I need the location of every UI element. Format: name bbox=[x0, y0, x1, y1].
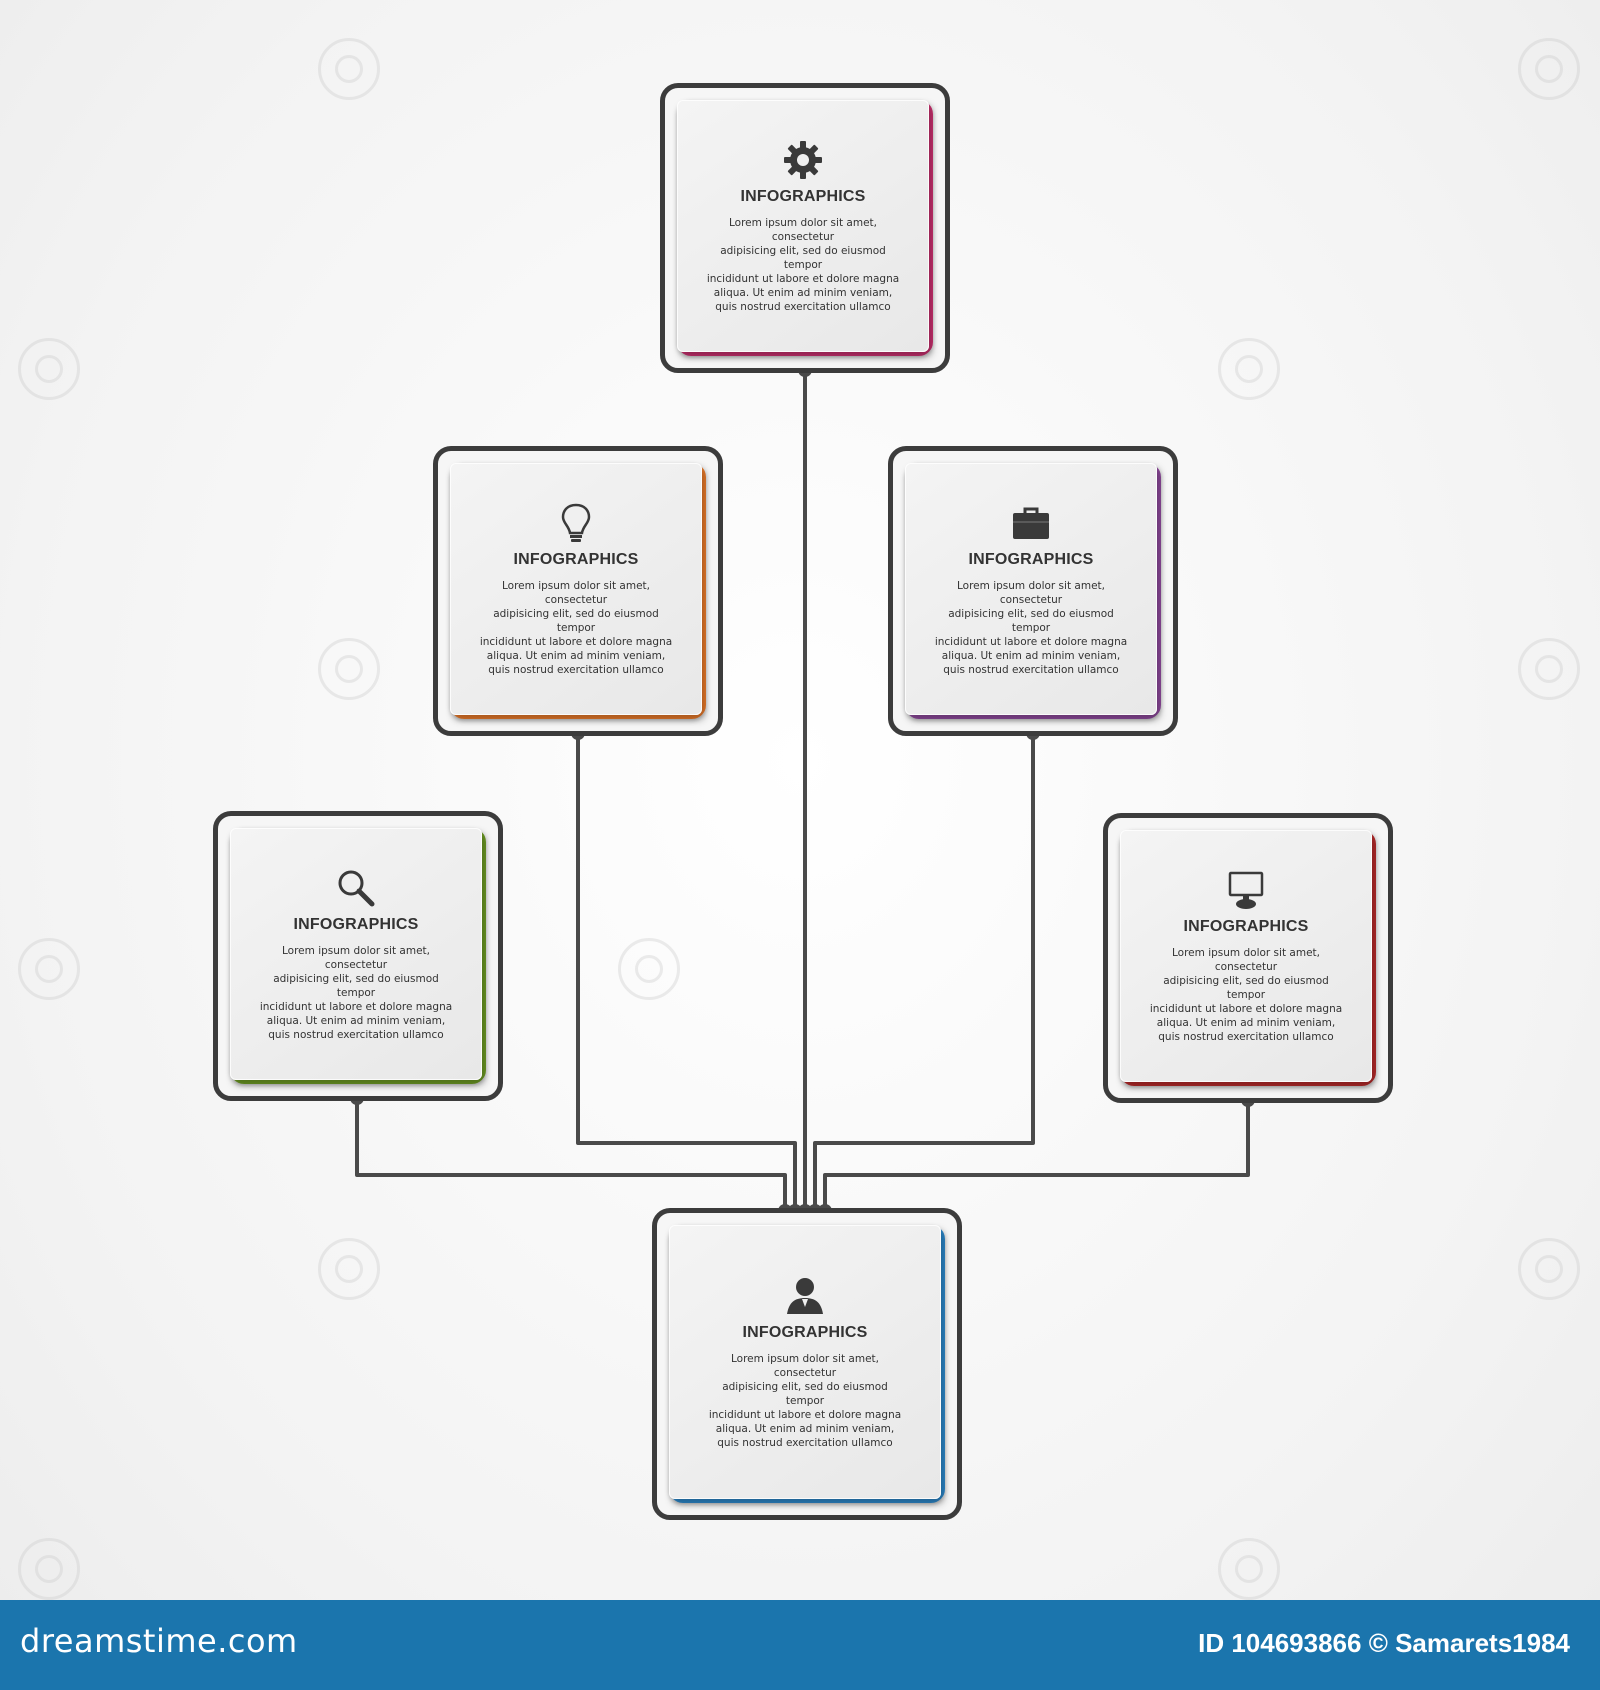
node-title: INFOGRAPHICS bbox=[742, 1324, 868, 1341]
node-description: Lorem ipsum dolor sit amet, consectetur … bbox=[259, 945, 453, 1041]
person-icon bbox=[787, 1278, 823, 1314]
node-mid-right: INFOGRAPHICS Lorem ipsum dolor sit amet,… bbox=[888, 446, 1178, 736]
watermark-logo bbox=[1218, 338, 1280, 400]
footer-bar: dreamstime.com ID 104693866 © Samarets19… bbox=[0, 1600, 1600, 1690]
node-low-right: INFOGRAPHICS Lorem ipsum dolor sit amet,… bbox=[1103, 813, 1393, 1103]
footer-site-logo[interactable]: dreamstime.com bbox=[20, 1622, 298, 1660]
monitor-icon bbox=[1228, 871, 1264, 909]
node-card: INFOGRAPHICS Lorem ipsum dolor sit amet,… bbox=[230, 828, 482, 1080]
node-title: INFOGRAPHICS bbox=[968, 551, 1094, 568]
node-card: INFOGRAPHICS Lorem ipsum dolor sit amet,… bbox=[1120, 830, 1372, 1082]
node-bottom: INFOGRAPHICS Lorem ipsum dolor sit amet,… bbox=[652, 1208, 962, 1520]
connector-lowright-to-bottom bbox=[823, 1100, 1250, 1210]
watermark-logo bbox=[18, 338, 80, 400]
node-description: Lorem ipsum dolor sit amet, consectetur … bbox=[708, 1353, 902, 1449]
watermark-logo bbox=[318, 638, 380, 700]
node-low-left: INFOGRAPHICS Lorem ipsum dolor sit amet,… bbox=[213, 811, 503, 1101]
node-title: INFOGRAPHICS bbox=[293, 916, 419, 933]
magnifier-icon bbox=[338, 870, 375, 907]
gear-icon bbox=[784, 141, 822, 179]
connector-midleft-to-bottom bbox=[576, 733, 797, 1210]
connector-lowleft-to-bottom bbox=[355, 1098, 787, 1210]
node-mid-left: INFOGRAPHICS Lorem ipsum dolor sit amet,… bbox=[433, 446, 723, 736]
node-card: INFOGRAPHICS Lorem ipsum dolor sit amet,… bbox=[905, 463, 1157, 715]
watermark-logo bbox=[1518, 638, 1580, 700]
node-card: INFOGRAPHICS Lorem ipsum dolor sit amet,… bbox=[677, 100, 929, 352]
node-top: INFOGRAPHICS Lorem ipsum dolor sit amet,… bbox=[660, 83, 950, 373]
lightbulb-icon bbox=[561, 503, 591, 542]
node-description: Lorem ipsum dolor sit amet, consectetur … bbox=[934, 580, 1128, 676]
watermark-logo bbox=[18, 938, 80, 1000]
watermark-logo bbox=[1518, 1238, 1580, 1300]
node-description: Lorem ipsum dolor sit amet, consectetur … bbox=[1149, 947, 1343, 1043]
node-description: Lorem ipsum dolor sit amet, consectetur … bbox=[706, 217, 900, 313]
watermark-logo bbox=[318, 38, 380, 100]
watermark-logo bbox=[1518, 38, 1580, 100]
node-description: Lorem ipsum dolor sit amet, consectetur … bbox=[479, 580, 673, 676]
briefcase-icon bbox=[1013, 507, 1049, 539]
footer-image-id: ID 104693866 © Samarets1984 bbox=[1198, 1628, 1570, 1658]
watermark-logo bbox=[18, 1538, 80, 1600]
node-title: INFOGRAPHICS bbox=[513, 551, 639, 568]
node-title: INFOGRAPHICS bbox=[740, 188, 866, 205]
watermark-logo bbox=[618, 938, 680, 1000]
connector-midright-to-bottom bbox=[813, 733, 1035, 1210]
connector-paths bbox=[355, 370, 1250, 1210]
node-card: INFOGRAPHICS Lorem ipsum dolor sit amet,… bbox=[450, 463, 702, 715]
node-card: INFOGRAPHICS Lorem ipsum dolor sit amet,… bbox=[669, 1225, 941, 1499]
node-title: INFOGRAPHICS bbox=[1183, 918, 1309, 935]
watermark-logo bbox=[1218, 1538, 1280, 1600]
watermark-logo bbox=[318, 1238, 380, 1300]
